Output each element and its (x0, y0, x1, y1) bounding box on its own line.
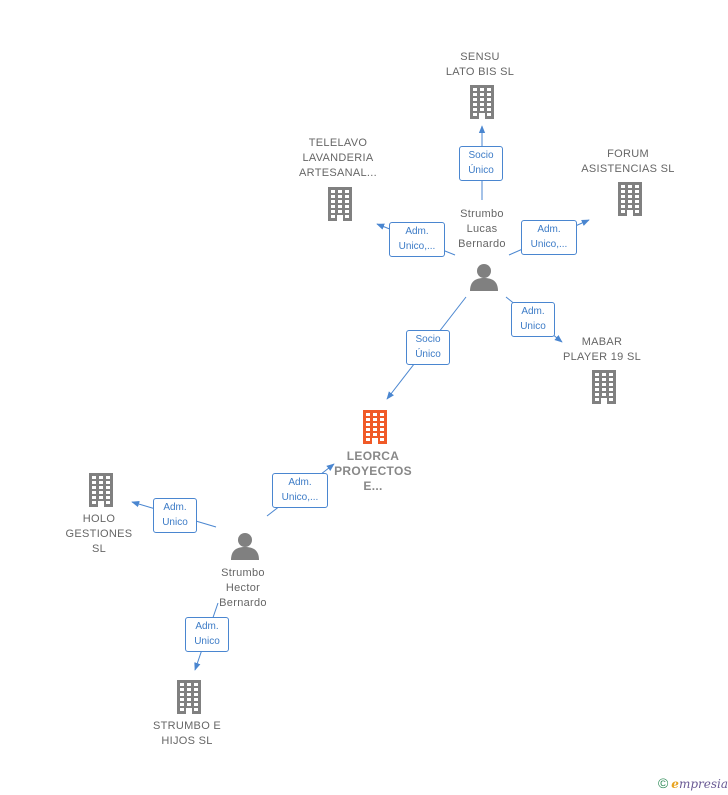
edge-label-line: Unico (194, 636, 220, 647)
edge-label-hector-leorca[interactable]: Adm. Unico,... (272, 473, 328, 508)
person-icon[interactable] (469, 263, 499, 296)
edge-label-line: Adm. (521, 306, 545, 317)
edge-label-hector-hijos[interactable]: Adm. Unico (185, 617, 229, 652)
node-label-line: STRUMBO E (152, 720, 222, 732)
node-label-mabar[interactable]: MABAR PLAYER 19 SL (563, 335, 641, 365)
edge-label-hector-holo[interactable]: Adm. Unico (153, 498, 197, 533)
empresia-footer: ©empresia (658, 775, 728, 791)
edge-label-line: Socio (415, 334, 441, 345)
node-label-line: SENSU (460, 51, 500, 63)
node-label-line: HIJOS SL (161, 735, 213, 747)
node-label-line: SL (91, 543, 107, 555)
building-icon[interactable] (328, 187, 352, 226)
edge-label-lucas-mabar[interactable]: Adm. Unico (511, 302, 555, 337)
edge-label-line: Único (468, 165, 494, 176)
node-label-line: LATO BIS SL (445, 66, 515, 78)
node-label-line: MABAR (581, 336, 623, 348)
node-label-line: FORUM (607, 148, 649, 160)
node-label-line: LEORCA (346, 449, 400, 463)
node-label-telelavo[interactable]: TELELAVO LAVANDERIA ARTESANAL... (299, 136, 377, 181)
node-label-line: Lucas (466, 223, 498, 235)
node-label-line: Bernardo (219, 597, 267, 609)
edge-label-line: Único (415, 349, 441, 360)
building-icon[interactable] (89, 473, 113, 512)
node-label-line: Strumbo (460, 208, 504, 220)
node-label-line: ASISTENCIAS SL (581, 163, 675, 175)
node-label-hijos[interactable]: STRUMBO E HIJOS SL (153, 719, 221, 749)
building-icon[interactable] (592, 370, 616, 409)
edge-label-line: Adm. (195, 621, 219, 632)
building-icon[interactable] (470, 85, 494, 124)
node-label-line: LAVANDERIA (302, 152, 374, 164)
node-label-line: ARTESANAL... (299, 167, 377, 179)
edge-label-line: Unico,... (530, 239, 568, 250)
edge-label-line: Adm. (537, 224, 561, 235)
edge-label-line: Unico (520, 321, 546, 332)
edge-label-line: Adm. (163, 502, 187, 513)
edge-label-line: Unico (162, 517, 188, 528)
person-icon[interactable] (230, 532, 260, 565)
edge-label-line: Unico,... (398, 241, 436, 252)
node-label-holo[interactable]: HOLO GESTIONES SL (66, 512, 133, 557)
node-label-line: GESTIONES (65, 528, 133, 540)
edge-label-lucas-telelavo[interactable]: Adm. Unico,... (389, 222, 445, 257)
edge-label-line: Adm. (288, 477, 312, 488)
main-company-building-icon[interactable] (363, 410, 387, 449)
node-label-line: PLAYER 19 SL (563, 351, 641, 363)
edge-label-line: Socio (468, 150, 494, 161)
empresia-logo: empresia (671, 777, 728, 791)
node-label-line: Bernardo (458, 238, 506, 250)
building-icon[interactable] (177, 680, 201, 719)
copyright-icon: © (657, 775, 669, 791)
node-label-forum[interactable]: FORUM ASISTENCIAS SL (581, 147, 674, 177)
node-label-line: Strumbo (221, 567, 265, 579)
edge-label-lucas-forum[interactable]: Adm. Unico,... (521, 220, 577, 255)
edge-label-line: Adm. (405, 226, 429, 237)
building-icon[interactable] (618, 182, 642, 221)
node-label-line: Hector (225, 582, 261, 594)
node-label-line: HOLO (82, 513, 116, 525)
node-label-line: E... (363, 479, 383, 493)
node-label-line: PROYECTOS (334, 464, 412, 478)
edge-label-line: Unico,... (281, 492, 319, 503)
node-label-sensu[interactable]: SENSU LATO BIS SL (446, 50, 514, 80)
node-label-line: TELELAVO (308, 137, 368, 149)
